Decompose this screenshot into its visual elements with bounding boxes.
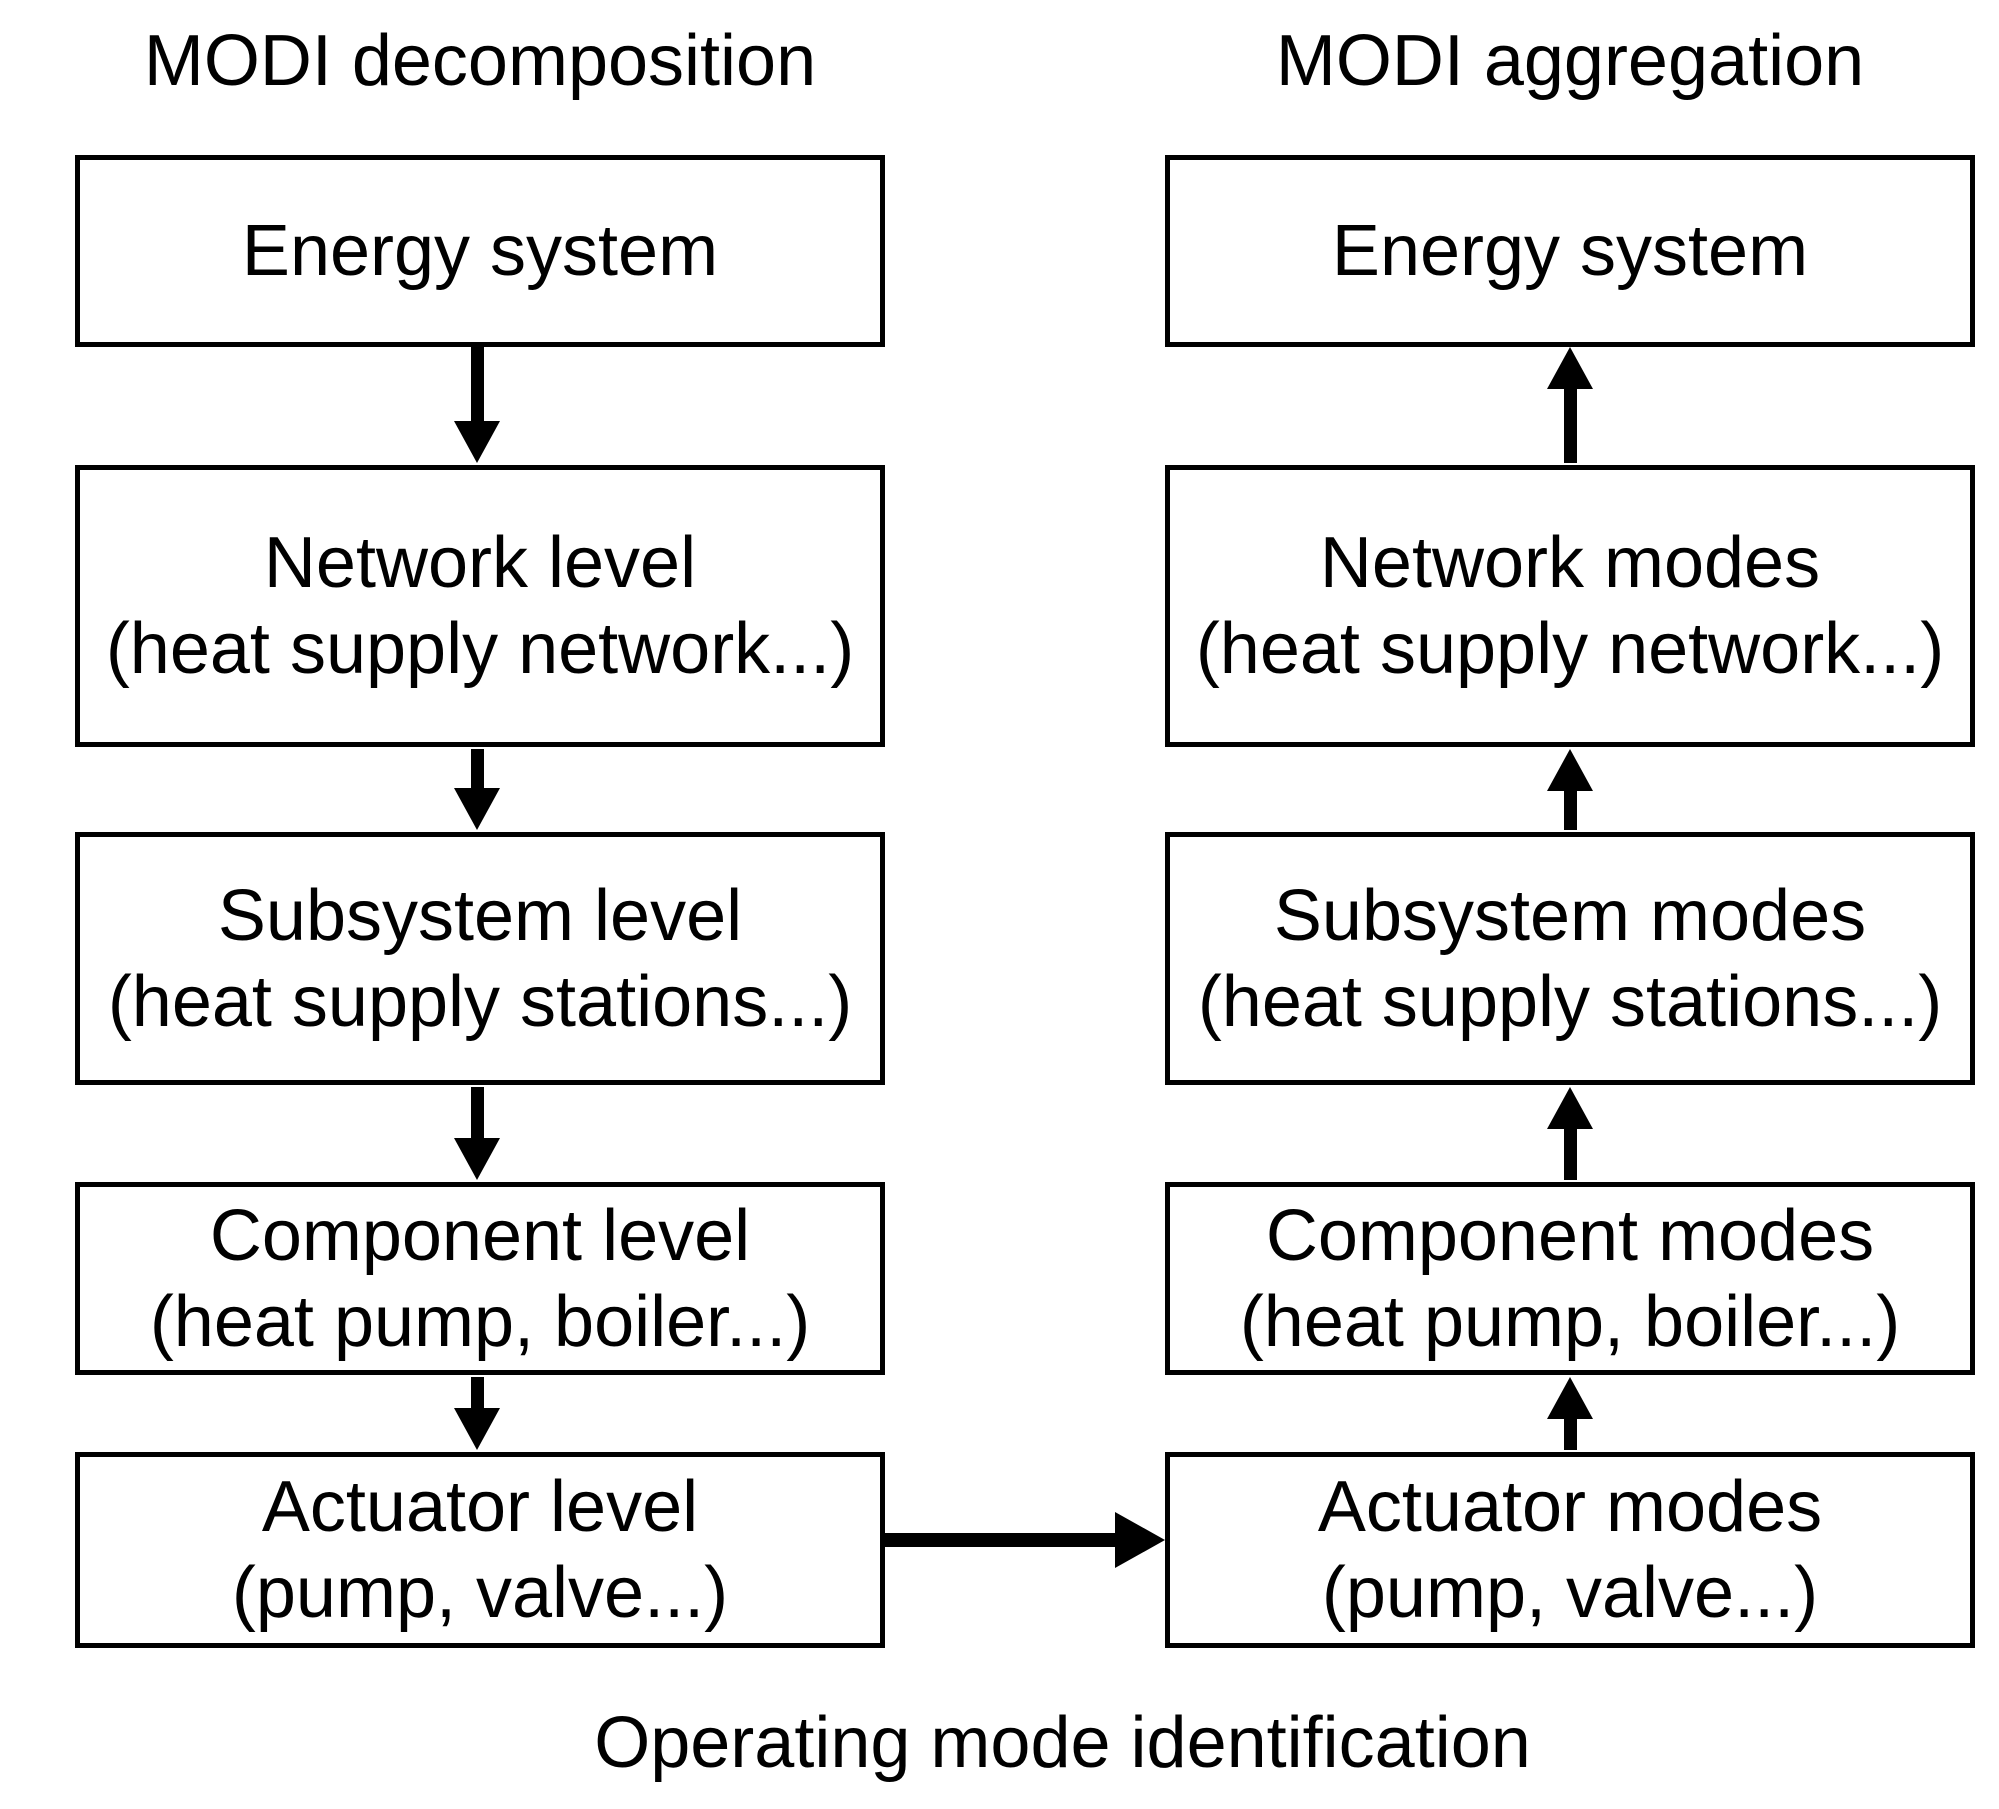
decomposition-network-level-box: Network level (heat supply network...) bbox=[75, 465, 885, 747]
aggregation-actuator-modes-box: Actuator modes (pump, valve...) bbox=[1165, 1452, 1975, 1648]
box-label: Component level bbox=[209, 1195, 751, 1276]
box-sublabel: (heat supply network...) bbox=[105, 609, 855, 689]
box-sublabel: (heat pump, boiler...) bbox=[1239, 1281, 1901, 1362]
aggregation-column-title: MODI aggregation bbox=[1275, 21, 1865, 101]
decomposition-actuator-level-box: Actuator level (pump, valve...) bbox=[75, 1452, 885, 1648]
aggregation-energy-system-box: Energy system bbox=[1165, 155, 1975, 347]
box-label: Subsystem modes bbox=[1273, 875, 1867, 956]
arrow-stem bbox=[470, 1377, 484, 1408]
arrow-head bbox=[1547, 1087, 1593, 1129]
aggregation-subsystem-modes-box: Subsystem modes (heat supply stations...… bbox=[1165, 832, 1975, 1085]
arrow-head bbox=[454, 421, 500, 463]
arrow-head bbox=[1547, 749, 1593, 791]
arrow-head bbox=[1115, 1512, 1165, 1568]
arrow-head bbox=[1547, 1377, 1593, 1419]
diagram-caption: Operating mode identification bbox=[594, 1703, 1531, 1783]
arrow-up-icon bbox=[1547, 1087, 1593, 1180]
box-label: Network level bbox=[263, 523, 697, 603]
arrow-stem bbox=[1563, 791, 1577, 830]
arrow-head bbox=[454, 1408, 500, 1450]
box-label: Network modes bbox=[1319, 523, 1821, 603]
arrow-down-icon bbox=[454, 1377, 500, 1450]
arrow-stem bbox=[470, 1087, 484, 1138]
box-label: Component modes bbox=[1265, 1195, 1875, 1276]
arrow-stem bbox=[1563, 1129, 1577, 1180]
arrow-up-icon bbox=[1547, 749, 1593, 830]
arrow-down-icon bbox=[454, 1087, 500, 1180]
box-sublabel: (heat supply stations...) bbox=[107, 961, 853, 1042]
box-sublabel: (pump, valve...) bbox=[1321, 1553, 1819, 1633]
box-label: Actuator level bbox=[261, 1467, 699, 1547]
aggregation-network-modes-box: Network modes (heat supply network...) bbox=[1165, 465, 1975, 747]
arrow-right-icon bbox=[885, 1512, 1165, 1568]
arrow-stem bbox=[470, 749, 484, 788]
arrow-stem bbox=[885, 1533, 1115, 1547]
box-sublabel: (heat supply network...) bbox=[1195, 609, 1945, 689]
arrow-head bbox=[454, 1138, 500, 1180]
box-sublabel: (heat supply stations...) bbox=[1197, 961, 1943, 1042]
arrow-head bbox=[1547, 347, 1593, 389]
arrow-stem bbox=[470, 347, 484, 421]
box-label: Subsystem level bbox=[217, 875, 743, 956]
aggregation-component-modes-box: Component modes (heat pump, boiler...) bbox=[1165, 1182, 1975, 1375]
decomposition-column-title: MODI decomposition bbox=[143, 21, 817, 101]
arrow-head bbox=[454, 788, 500, 830]
arrow-up-icon bbox=[1547, 347, 1593, 463]
arrow-stem bbox=[1563, 1419, 1577, 1450]
decomposition-energy-system-box: Energy system bbox=[75, 155, 885, 347]
arrow-up-icon bbox=[1547, 1377, 1593, 1450]
arrow-down-icon bbox=[454, 347, 500, 463]
decomposition-subsystem-level-box: Subsystem level (heat supply stations...… bbox=[75, 832, 885, 1085]
box-sublabel: (heat pump, boiler...) bbox=[149, 1281, 811, 1362]
box-label: Energy system bbox=[241, 211, 719, 291]
box-label: Energy system bbox=[1331, 211, 1809, 291]
decomposition-component-level-box: Component level (heat pump, boiler...) bbox=[75, 1182, 885, 1375]
arrow-stem bbox=[1563, 389, 1577, 463]
arrow-down-icon bbox=[454, 749, 500, 830]
box-label: Actuator modes bbox=[1317, 1467, 1823, 1547]
box-sublabel: (pump, valve...) bbox=[231, 1553, 729, 1633]
